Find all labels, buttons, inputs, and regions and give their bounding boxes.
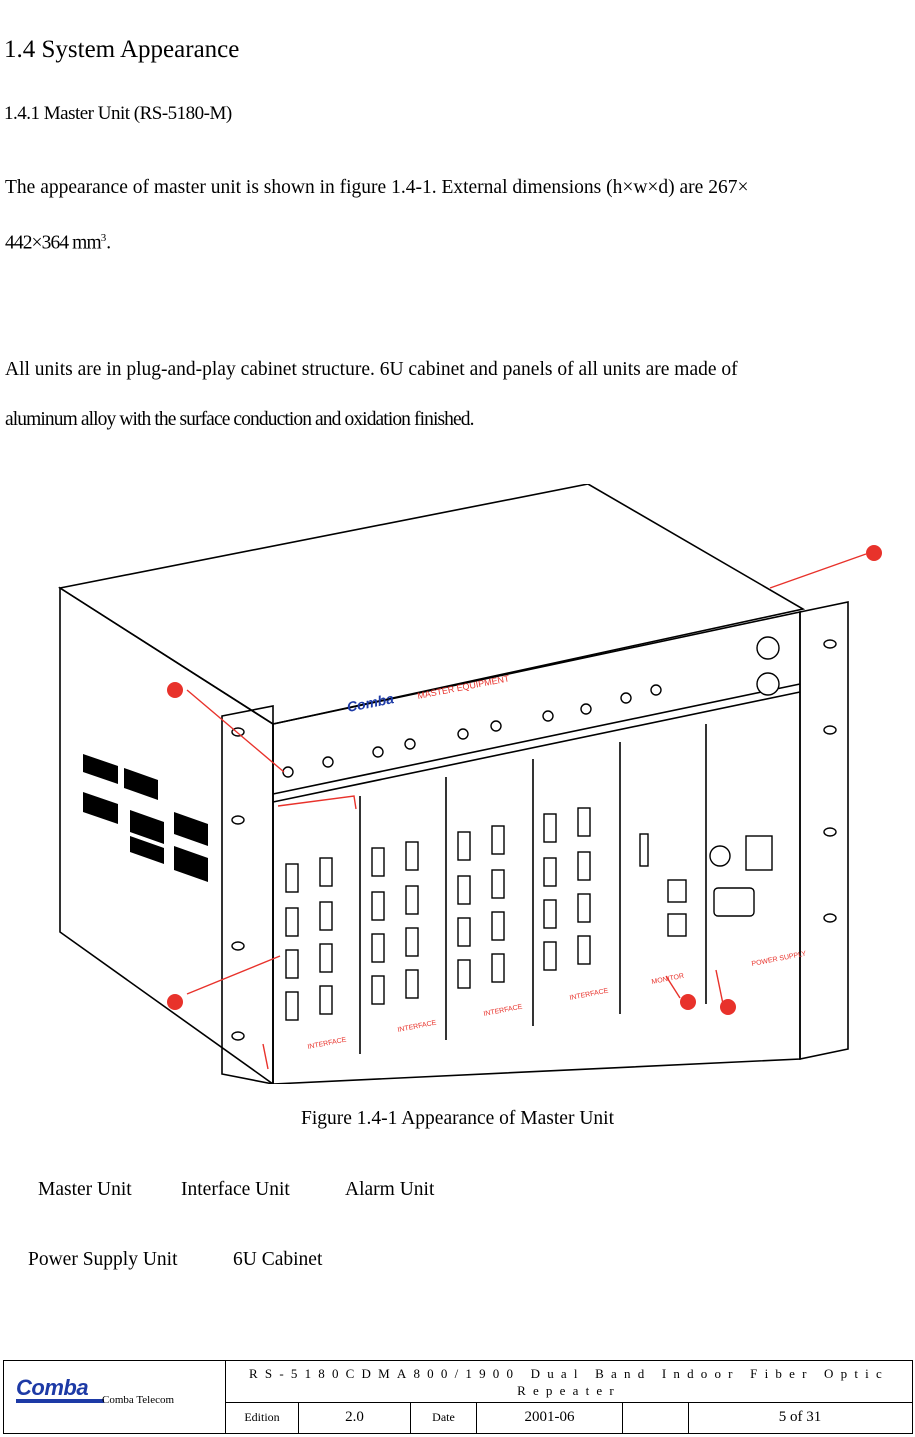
footer-logo-cell: Comba Comba Telecom (4, 1361, 226, 1433)
page-number: 5 of 31 (778, 1409, 822, 1425)
legend-item: 6U Cabinet (233, 1249, 323, 1270)
figure-header-label: MASTER EQUIPMENT (416, 673, 510, 701)
edition-label: Edition (226, 1403, 299, 1433)
cabinet-side-panel (59, 586, 274, 1084)
paragraph-line: aluminum alloy with the surface conducti… (5, 409, 475, 430)
logo-underline (16, 1399, 104, 1403)
paragraph-dimensions: The appearance of master unit is shown i… (5, 163, 910, 269)
cabinet-front (272, 611, 801, 1084)
slot-label: POWER SUPPLY (751, 950, 807, 968)
figure-caption: Figure 1.4-1 Appearance of Master Unit (301, 1108, 614, 1129)
slot-label: INTERFACE (307, 1037, 347, 1051)
slot-label: INTERFACE (483, 1004, 523, 1018)
figure-brand: Comba (346, 690, 396, 715)
legend-item: Interface Unit (181, 1179, 290, 1200)
page-footer: Comba Comba Telecom RS-5180CDMA800/1900 … (3, 1360, 913, 1434)
master-unit-drawing: Comba MASTER EQUIPMENT INTERFACE INTERFA… (58, 484, 882, 1084)
edition-value: 2.0 (299, 1403, 411, 1433)
paragraph-line: All units are in plug-and-play cabinet s… (5, 359, 738, 380)
side-vents (83, 754, 208, 882)
comba-logo: Comba (16, 1375, 89, 1400)
interface-connectors (285, 807, 773, 1021)
paragraph-structure: All units are in plug-and-play cabinet s… (5, 345, 910, 445)
paragraph-line: The appearance of master unit is shown i… (5, 177, 749, 198)
legend-item: Power Supply Unit (28, 1249, 178, 1270)
superscript: 3 (100, 232, 107, 244)
paragraph-line-end: . (106, 232, 112, 254)
document-title: RS-5180CDMA800/1900 Dual Band Indoor Fib… (226, 1361, 912, 1403)
empty-cell (623, 1403, 689, 1433)
date-value: 2001-06 (477, 1403, 623, 1433)
paragraph-line: 442×364 mm (5, 232, 102, 254)
slot-label: MONITOR (651, 973, 685, 986)
slot-label: INTERFACE (569, 988, 609, 1002)
section-title: 1.4 System Appearance (4, 36, 240, 63)
legend-item: Alarm Unit (345, 1179, 435, 1200)
subsection-title: 1.4.1 Master Unit (RS-5180-M) (4, 103, 232, 124)
slot-label: INTERFACE (397, 1020, 437, 1034)
date-label: Date (411, 1403, 477, 1433)
company-name: Comba Telecom (102, 1394, 175, 1406)
legend-item: Master Unit (38, 1179, 132, 1200)
cabinet-top (58, 484, 806, 725)
